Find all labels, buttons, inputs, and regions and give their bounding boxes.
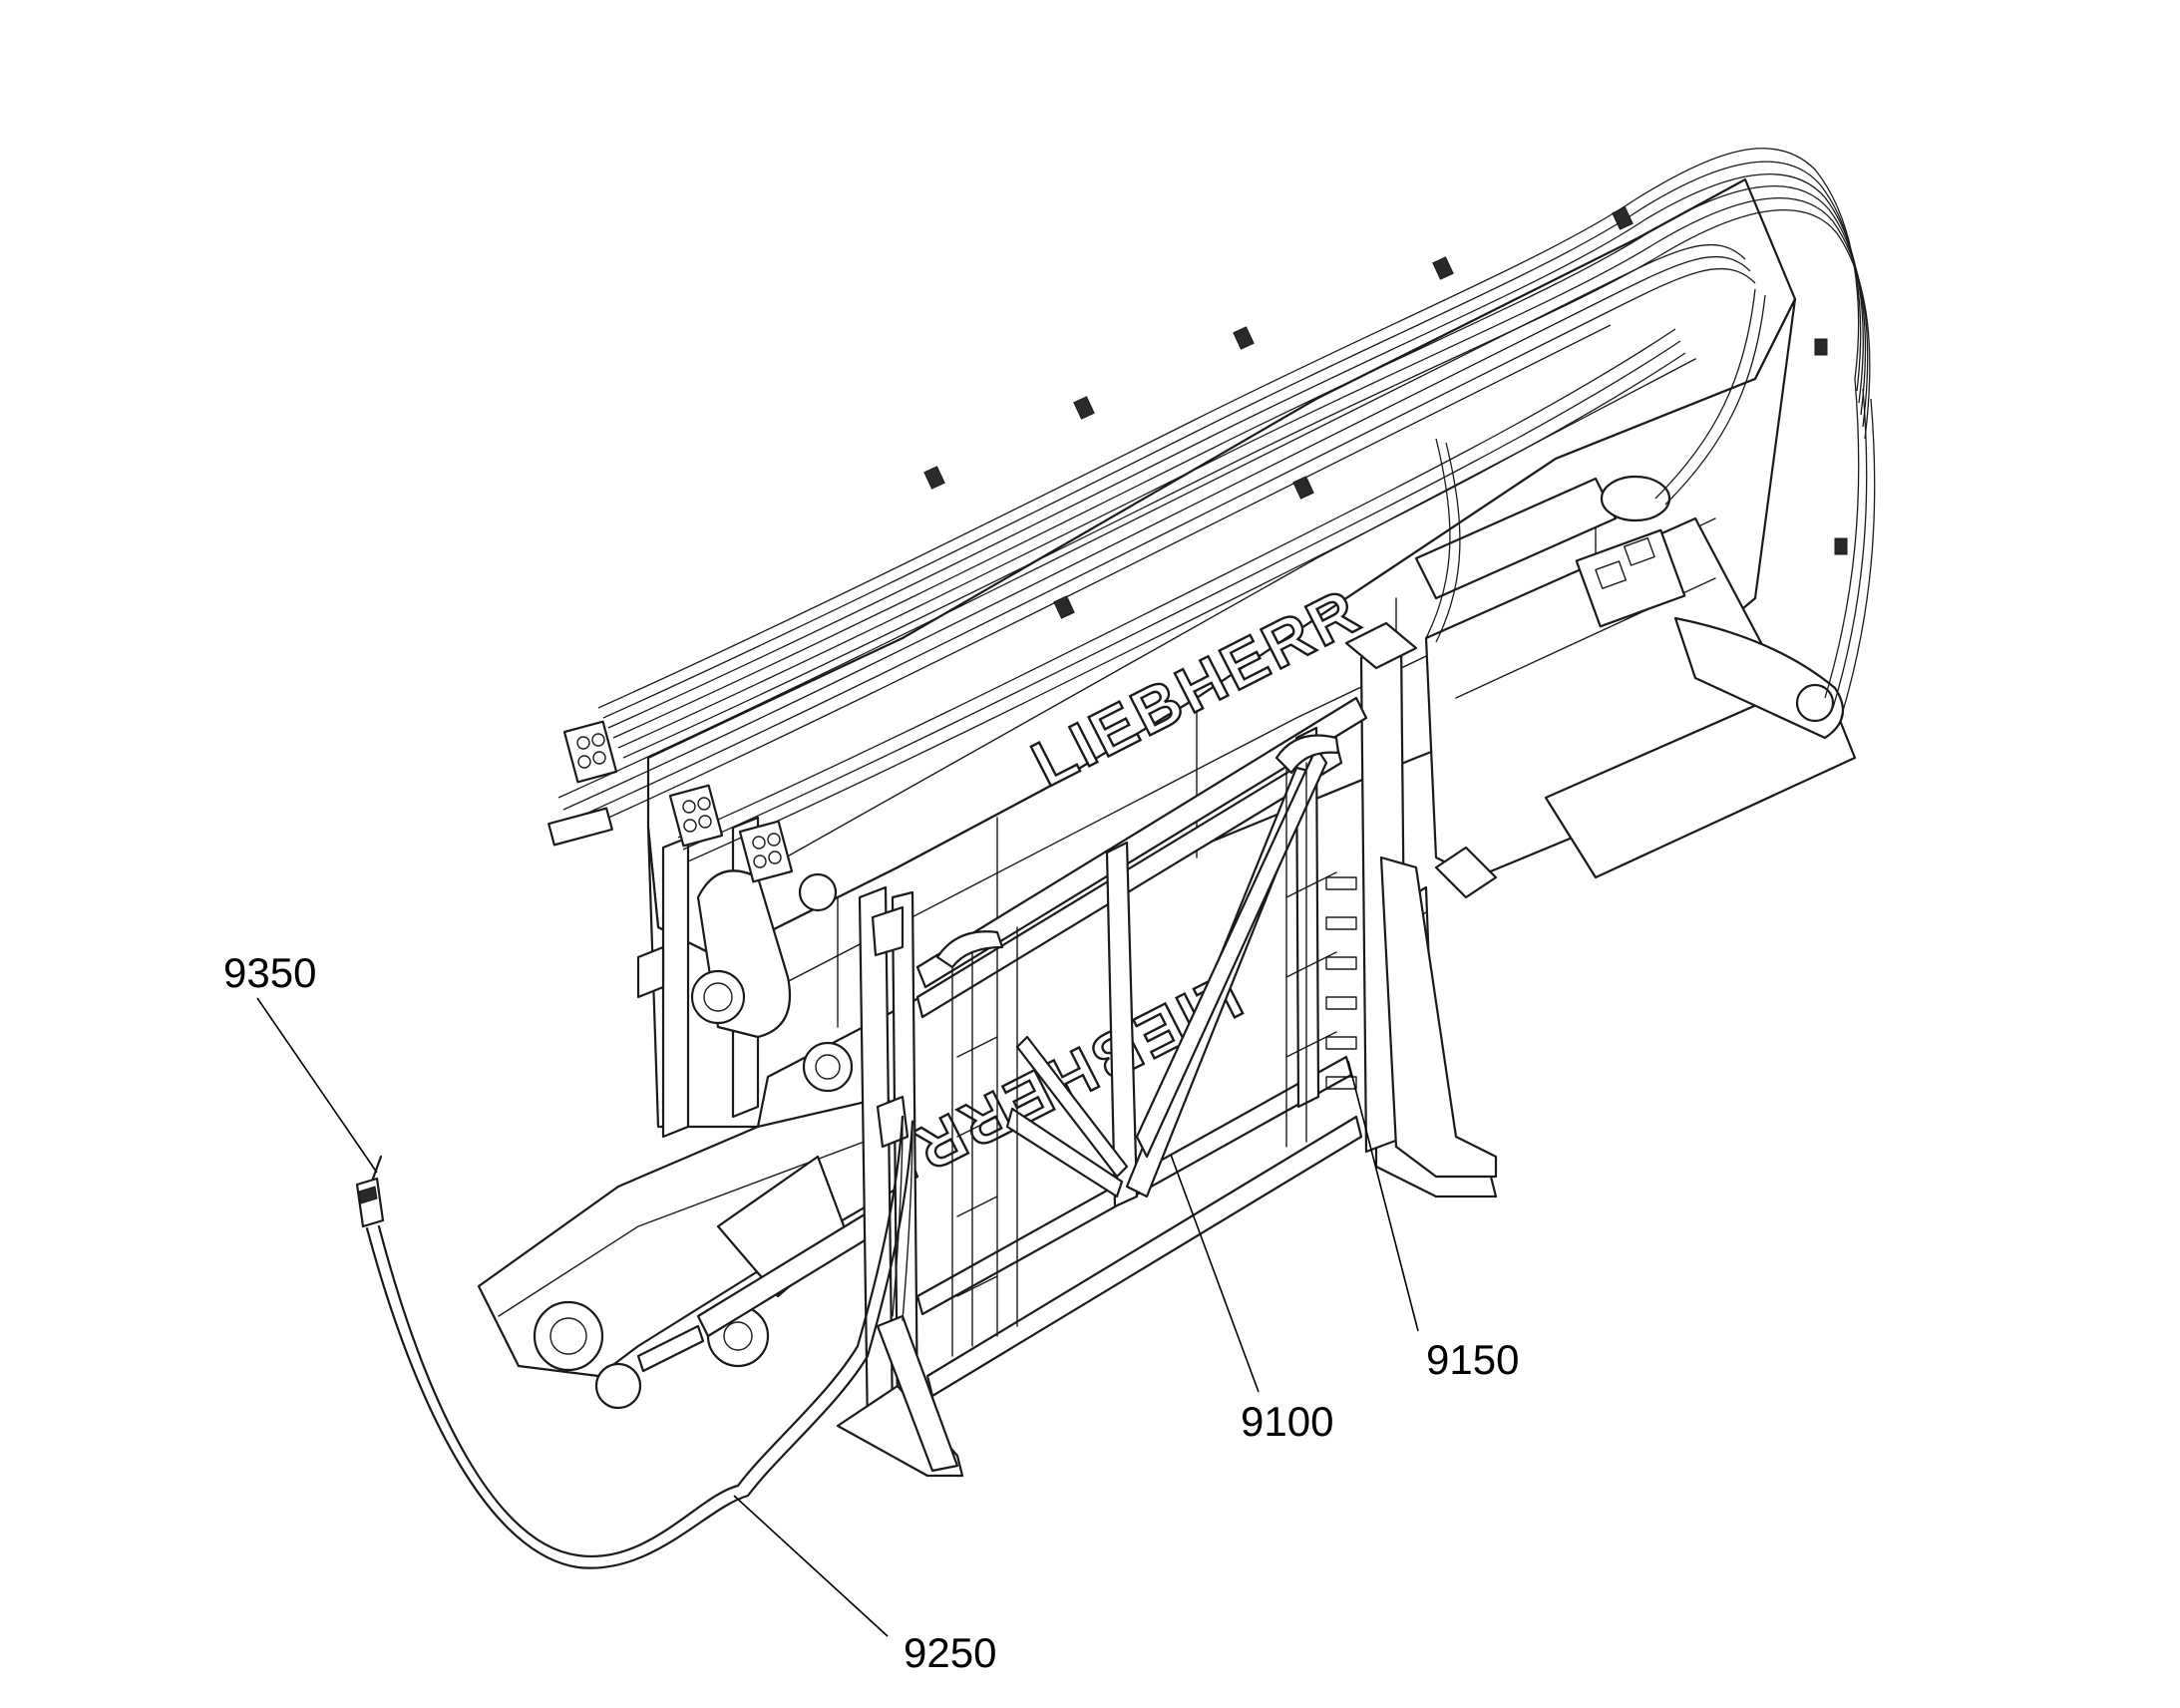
leader-9100 (1170, 1154, 1260, 1393)
support-frame-9100 (636, 621, 1498, 1478)
hose-coupler-block (562, 720, 618, 784)
leader-9250 (733, 1495, 889, 1637)
callout-9100: 9100 (1241, 1398, 1333, 1445)
callout-9250: 9250 (904, 1629, 996, 1676)
hose-coupler-block (668, 784, 724, 848)
cable-harness-9250 (365, 1115, 914, 1569)
callout-labels: 9350 9250 9100 9150 (223, 949, 1519, 1676)
callout-leaders (256, 997, 1419, 1637)
leader-9350 (256, 997, 378, 1174)
leader-9150 (1347, 1060, 1419, 1332)
connector-9350 (355, 1155, 385, 1228)
hose-coupler-block (738, 820, 794, 883)
boom-assembly (477, 177, 1857, 1410)
hydraulic-hose-bundle (547, 148, 1876, 883)
callout-9350: 9350 (223, 949, 316, 996)
callout-9150: 9150 (1426, 1336, 1519, 1383)
